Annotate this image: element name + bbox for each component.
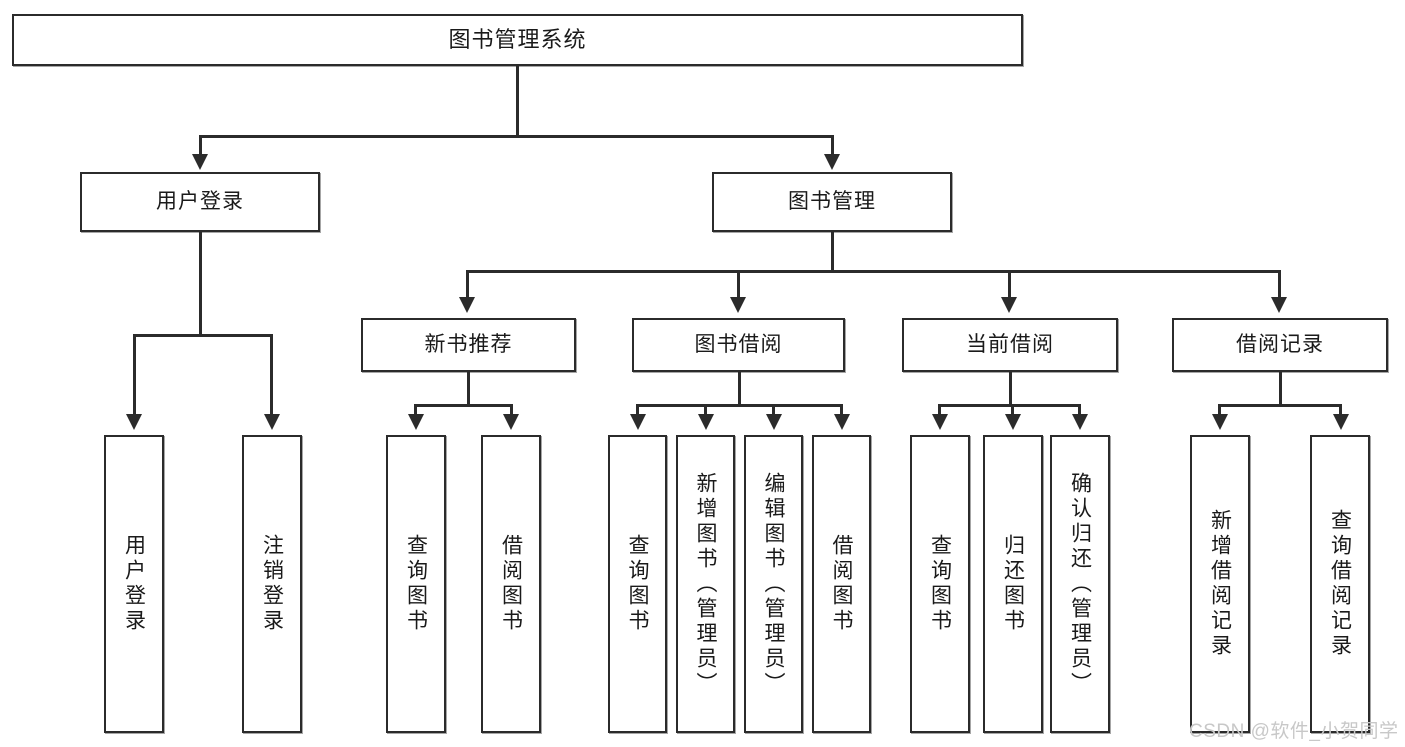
connector-root-bus (199, 135, 833, 138)
arrow-leaf-return-book (1005, 414, 1021, 430)
node-label: 图书管理 (788, 189, 876, 213)
node-root-system[interactable]: 图书管理系统 (12, 14, 1023, 66)
connector-bookborrow-stem (738, 372, 741, 406)
connector-currentborrow-stem (1009, 372, 1012, 406)
connector-bookmanage-stem (831, 232, 834, 272)
leaf-logout[interactable]: 注销登录 (242, 435, 302, 733)
connector-bookmanage-bus (466, 270, 1278, 273)
node-label: 注销登录 (260, 534, 284, 634)
node-label: 归还图书 (1001, 534, 1025, 634)
leaf-query-borrow-record[interactable]: 查询借阅记录 (1310, 435, 1370, 733)
connector-root-stem (516, 66, 519, 135)
connector-borrowrecord-bus (1218, 404, 1342, 407)
node-book-management[interactable]: 图书管理 (712, 172, 952, 232)
arrow-to-user-login (192, 154, 208, 170)
node-label: 当前借阅 (966, 332, 1054, 356)
node-user-login[interactable]: 用户登录 (80, 172, 320, 232)
connector-userlogin-drop-1 (133, 334, 136, 416)
leaf-user-login[interactable]: 用户登录 (104, 435, 164, 733)
connector-currentborrow-bus (938, 404, 1080, 407)
node-label: 图书借阅 (694, 332, 783, 356)
node-label: 借阅图书 (830, 534, 853, 634)
connector-newbook-drop-2 (510, 404, 513, 416)
arrow-to-book-borrow (730, 297, 746, 313)
connector-borrowrecord-stem (1279, 372, 1282, 406)
node-book-borrow[interactable]: 图书借阅 (632, 318, 845, 372)
leaf-query-book-current[interactable]: 查询图书 (910, 435, 970, 733)
leaf-add-book-admin[interactable]: 新增图书（管理员） (676, 435, 735, 733)
leaf-borrow-book-newbook[interactable]: 借阅图书 (481, 435, 541, 733)
arrow-to-borrow-record (1271, 297, 1287, 313)
arrow-leaf-logout (264, 414, 280, 430)
node-label: 新增图书（管理员） (694, 471, 717, 697)
arrow-leaf-borrow-book-1 (503, 414, 519, 430)
node-current-borrow[interactable]: 当前借阅 (902, 318, 1118, 372)
arrow-leaf-query-record (1333, 414, 1349, 430)
node-label: 借阅记录 (1236, 332, 1324, 356)
leaf-return-book[interactable]: 归还图书 (983, 435, 1043, 733)
arrow-leaf-query-book-1 (408, 414, 424, 430)
node-label: 新增借阅记录 (1208, 509, 1232, 659)
node-label: 用户登录 (156, 189, 244, 213)
connector-userlogin-bus (133, 334, 272, 337)
arrow-leaf-add-record (1212, 414, 1228, 430)
connector-newbook-stem (467, 372, 470, 406)
connector-bookmanage-drop-1 (466, 270, 469, 299)
node-label: 查询图书 (626, 534, 649, 634)
node-new-book-recommend[interactable]: 新书推荐 (361, 318, 576, 372)
node-borrow-record[interactable]: 借阅记录 (1172, 318, 1388, 372)
connector-borrowrecord-drop-1 (1218, 404, 1221, 416)
arrow-to-current-borrow (1001, 297, 1017, 313)
arrow-to-new-book-rec (459, 297, 475, 313)
node-label: 借阅图书 (499, 534, 523, 634)
connector-to-user-login (199, 135, 202, 156)
arrow-to-book-manage (824, 154, 840, 170)
connector-userlogin-drop-2 (270, 334, 273, 416)
connector-borrowrecord-drop-2 (1339, 404, 1342, 416)
connector-currentborrow-drop-3 (1078, 404, 1081, 416)
leaf-confirm-return-admin[interactable]: 确认归还（管理员） (1050, 435, 1110, 733)
node-label: 查询借阅记录 (1328, 509, 1352, 659)
connector-currentborrow-drop-1 (938, 404, 941, 416)
connector-newbook-bus (414, 404, 513, 407)
arrow-leaf-edit-book (766, 414, 782, 430)
connector-bookborrow-drop-4 (840, 404, 843, 416)
node-label: 查询图书 (928, 534, 952, 634)
leaf-add-borrow-record[interactable]: 新增借阅记录 (1190, 435, 1250, 733)
arrow-leaf-borrow-book-2 (834, 414, 850, 430)
connector-bookborrow-drop-2 (704, 404, 707, 416)
connector-bookmanage-drop-2 (737, 270, 740, 299)
connector-bookborrow-drop-1 (636, 404, 639, 416)
leaf-query-book-borrow[interactable]: 查询图书 (608, 435, 667, 733)
connector-userlogin-stem (199, 232, 202, 336)
node-label: 图书管理系统 (448, 27, 587, 53)
node-label: 用户登录 (122, 534, 146, 634)
leaf-borrow-book[interactable]: 借阅图书 (812, 435, 871, 733)
node-label: 查询图书 (404, 534, 428, 634)
connector-bookmanage-drop-4 (1278, 270, 1281, 299)
connector-bookborrow-drop-3 (772, 404, 775, 416)
node-label: 新书推荐 (424, 332, 513, 356)
arrow-leaf-user-login (126, 414, 142, 430)
connector-newbook-drop-1 (414, 404, 417, 416)
arrow-leaf-query-book-3 (932, 414, 948, 430)
leaf-edit-book-admin[interactable]: 编辑图书（管理员） (744, 435, 803, 733)
arrow-leaf-add-book (698, 414, 714, 430)
connector-currentborrow-drop-2 (1011, 404, 1014, 416)
connector-bookmanage-drop-3 (1008, 270, 1011, 299)
connector-to-book-manage (831, 135, 834, 156)
node-label: 确认归还（管理员） (1068, 471, 1092, 697)
arrow-leaf-confirm-return (1072, 414, 1088, 430)
connector-bookborrow-bus (636, 404, 843, 407)
leaf-query-book-newbook[interactable]: 查询图书 (386, 435, 446, 733)
node-label: 编辑图书（管理员） (762, 471, 785, 697)
arrow-leaf-query-book-2 (630, 414, 646, 430)
